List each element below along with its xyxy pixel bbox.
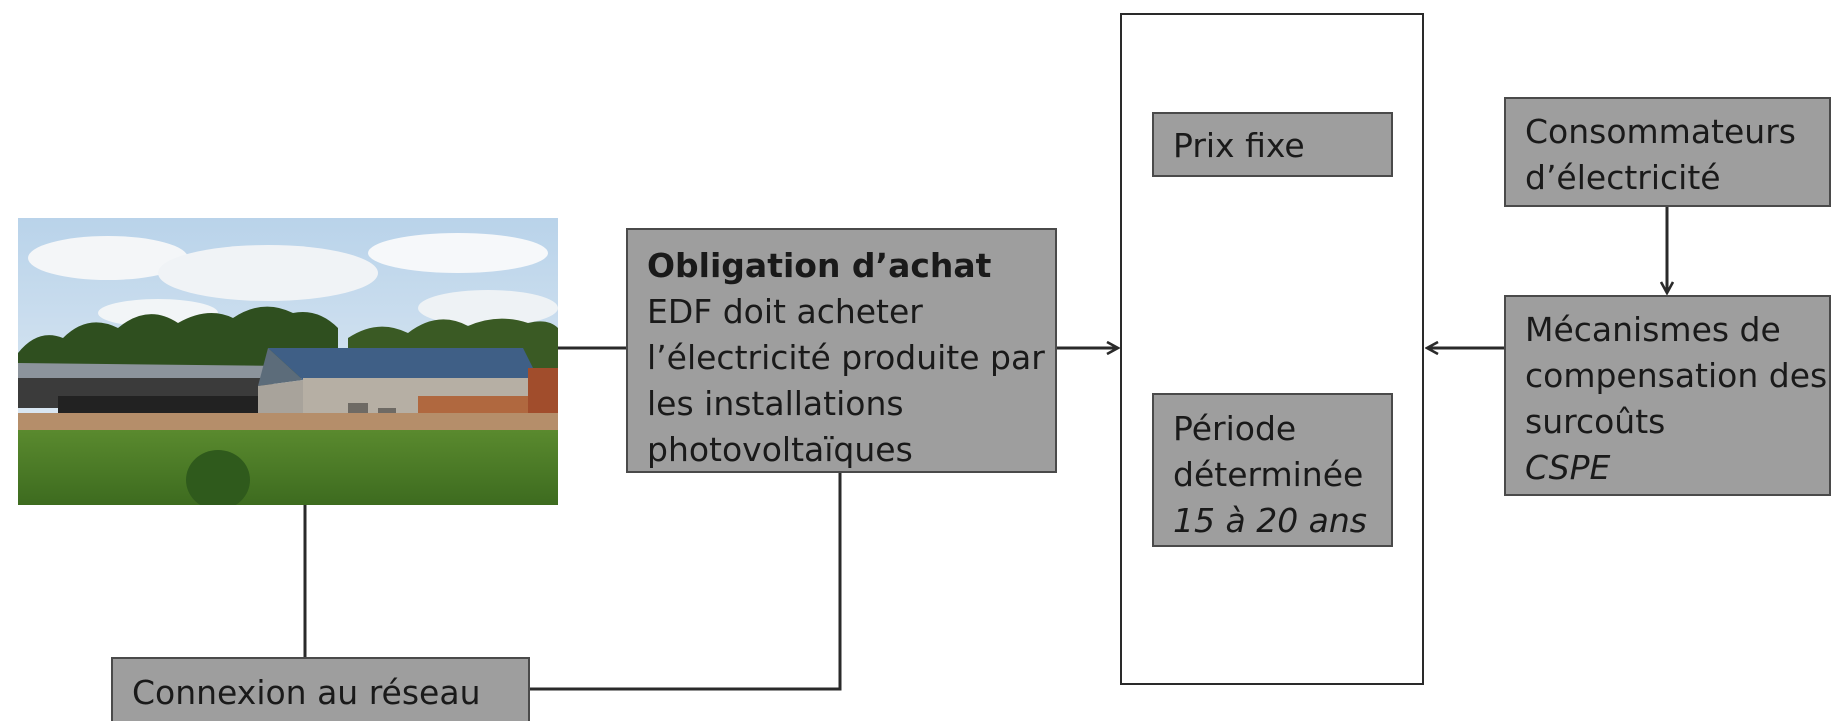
consommateurs-box: Consommateurs d’électricité <box>1504 97 1831 207</box>
prix-fixe-box: Prix fixe <box>1152 112 1393 177</box>
obligation-line-3: les installations <box>647 384 904 423</box>
connexion-label: Connexion au réseau <box>132 673 481 712</box>
obligation-line-4: photovoltaïques <box>647 430 913 469</box>
obligation-title: Obligation d’achat <box>647 246 992 285</box>
mecanismes-line-3: surcoûts <box>1525 402 1666 441</box>
periode-line-2: déterminée <box>1173 455 1364 494</box>
periode-determinee-box: Période déterminée 15 à 20 ans <box>1152 393 1393 547</box>
mecanismes-line-2: compensation des <box>1525 356 1828 395</box>
mecanismes-box: Mécanismes de compensation des surcoûts … <box>1504 295 1831 496</box>
solar-barn-photo <box>18 218 558 505</box>
mecanismes-line-1: Mécanismes de <box>1525 310 1781 349</box>
mecanismes-abbr: CSPE <box>1525 448 1611 487</box>
periode-line-1: Période <box>1173 409 1297 448</box>
obligation-line-1: EDF doit acheter <box>647 292 923 331</box>
obligation-to-connexion-line <box>530 473 842 691</box>
consommateurs-line-1: Consommateurs <box>1525 112 1796 151</box>
consommateurs-line-2: d’électricité <box>1525 158 1721 197</box>
obligation-achat-box: Obligation d’achat EDF doit acheter l’él… <box>626 228 1057 473</box>
prix-fixe-label: Prix fixe <box>1173 126 1305 165</box>
periode-duration: 15 à 20 ans <box>1173 501 1368 540</box>
obligation-line-2: l’électricité produite par <box>647 338 1045 377</box>
connexion-reseau-box: Connexion au réseau <box>111 657 530 721</box>
